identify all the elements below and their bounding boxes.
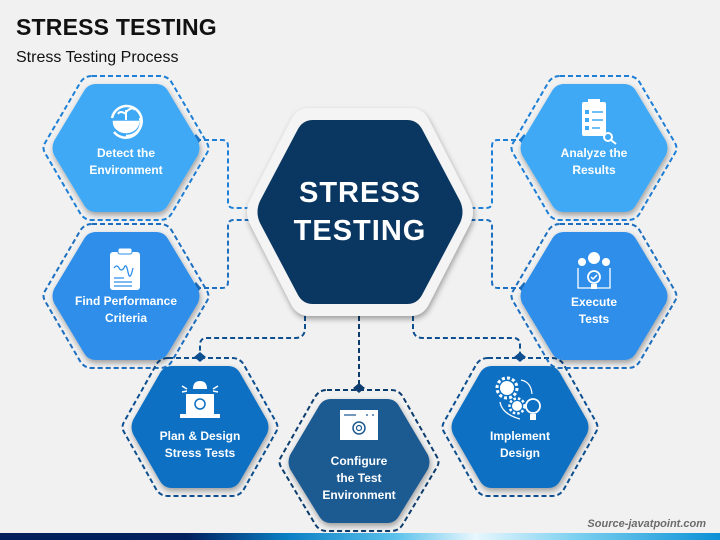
node-detect: Detect the Environment xyxy=(66,145,186,179)
hex-find xyxy=(52,232,200,360)
connector-analyze xyxy=(462,139,524,209)
node-label-line: Configure xyxy=(330,454,388,468)
center-title-line2: TESTING xyxy=(293,215,427,247)
gears-bulb-icon xyxy=(495,376,541,420)
node-label-line: Detect the xyxy=(96,146,155,160)
node-label-line: Criteria xyxy=(104,311,148,325)
center-hex xyxy=(257,120,463,304)
gears-idea-icon xyxy=(577,252,611,289)
node-plan: Plan & Design Stress Tests xyxy=(140,428,260,462)
connector-plan xyxy=(199,316,306,358)
node-label-line: Environment xyxy=(89,163,163,177)
node-label-line: Analyze the xyxy=(560,146,628,160)
hex-implement xyxy=(451,366,589,488)
node-label-line: Stress Tests xyxy=(164,446,236,460)
node-label-line: Design xyxy=(499,446,540,460)
connector-implement xyxy=(412,316,521,358)
node-label-line: Execute xyxy=(570,295,618,309)
hex-execute xyxy=(520,232,668,360)
node-analyze: Analyze the Results xyxy=(534,145,654,179)
slide-title: STRESS TESTING xyxy=(16,14,217,40)
hex-analyze xyxy=(520,84,668,212)
node-implement: Implement Design xyxy=(460,428,580,462)
plant-cycle-icon xyxy=(110,104,143,139)
source-credit: Source-javatpoint.com xyxy=(587,518,706,530)
node-find: Find Performance Criteria xyxy=(66,293,186,327)
node-label-line: Find Performance xyxy=(74,294,178,308)
hex-plan xyxy=(131,366,269,488)
node-label-line: Tests xyxy=(578,312,610,326)
connector-execute xyxy=(462,219,524,289)
browser-gear-icon xyxy=(340,410,378,440)
checklist-search-icon xyxy=(582,99,617,145)
laptop-gear-icon xyxy=(180,381,220,418)
node-label-line: Implement xyxy=(489,429,550,443)
connector-detect xyxy=(196,139,258,209)
center-title: STRESS TESTING xyxy=(270,174,450,250)
clipboard-wave-icon xyxy=(110,247,140,290)
node-label-line: the Test xyxy=(336,471,382,485)
bottom-gradient-bar xyxy=(0,533,720,540)
hex-configure xyxy=(288,399,430,523)
node-configure: Configure the Test Environment xyxy=(299,453,419,504)
connector-find xyxy=(196,219,258,289)
center-title-line1: STRESS xyxy=(298,177,422,209)
node-execute: Execute Tests xyxy=(534,294,654,328)
node-label-line: Results xyxy=(572,163,616,177)
node-label-line: Environment xyxy=(322,488,396,502)
node-label-line: Plan & Design xyxy=(159,429,241,443)
slide-subtitle: Stress Testing Process xyxy=(16,49,179,66)
hex-detect xyxy=(52,84,200,212)
